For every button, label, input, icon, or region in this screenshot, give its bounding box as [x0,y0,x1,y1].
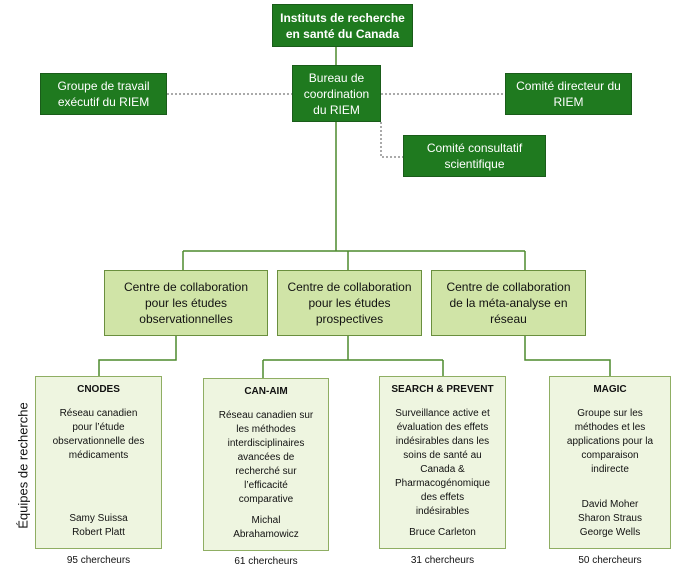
centre-3-to-magic [524,336,611,376]
scientific-committee-box: Comité consultatif scientifique [403,135,546,177]
top-box-cihr: Instituts de recherche en santé du Canad… [272,4,413,47]
team-description: Réseau canadien pour l’étude observation… [52,408,145,461]
bureau-to-scientific-dotted [380,122,403,158]
research-teams-label: Équipes de recherche [15,402,31,529]
team-box-can-aim: CAN-AIM Réseau canadien sur les méthodes… [203,378,329,551]
centre-box-prospective: Centre de collaboration pour les études … [277,270,422,336]
team-count: 50 chercheurs [578,555,642,566]
team-leads: Samy Suissa Robert Platt [69,513,128,538]
team-leads: Michal Abrahamowicz [233,515,299,540]
team-count: 61 chercheurs [234,556,298,567]
team-title: SEARCH & PREVENT [391,384,494,395]
centre-box-observational: Centre de collaboration pour les études … [104,270,268,336]
team-count: 31 chercheurs [410,555,475,566]
team-box-magic: MAGIC Groupe sur les méthodes et les app… [549,376,671,549]
team-description: Réseau canadien sur les méthodes interdi… [218,410,314,505]
centre-label: Centre de collaboration pour les études … [123,280,249,326]
right-committee-label: Comité directeur du RIEM [516,79,621,109]
centre-label: Centre de collaboration de la méta-analy… [446,280,571,326]
team-title: CAN-AIM [244,386,288,397]
team-box-cnodes: CNODES Réseau canadien pour l’étude obse… [35,376,162,549]
centre-box-meta-analysis: Centre de collaboration de la méta-analy… [431,270,586,336]
team-box-search-prevent: SEARCH & PREVENT Surveillance active et … [379,376,506,549]
team-leads: Bruce Carleton [409,527,476,538]
bureau-box: Bureau de coordination du RIEM [292,65,381,122]
centre-label: Centre de collaboration pour les études … [287,280,412,326]
top-box-label: Instituts de recherche en santé du Canad… [280,10,405,41]
team-description: Groupe sur les méthodes et les applicati… [566,408,654,475]
left-group-box: Groupe de travail exécutif du RIEM [40,73,167,115]
team-leads: David Moher Sharon Straus George Wells [578,499,642,538]
team-description: Surveillance active et évaluation des ef… [394,408,491,517]
team-title: CNODES [77,384,120,395]
team-count: 95 chercheurs [66,555,131,566]
left-group-label: Groupe de travail exécutif du RIEM [57,79,150,109]
team-title: MAGIC [593,384,627,395]
bureau-label: Bureau de coordination du RIEM [303,70,370,117]
right-committee-box: Comité directeur du RIEM [505,73,632,115]
scientific-committee-label: Comité consultatif scientifique [426,141,523,171]
centre-1-to-cnodes [98,336,177,376]
